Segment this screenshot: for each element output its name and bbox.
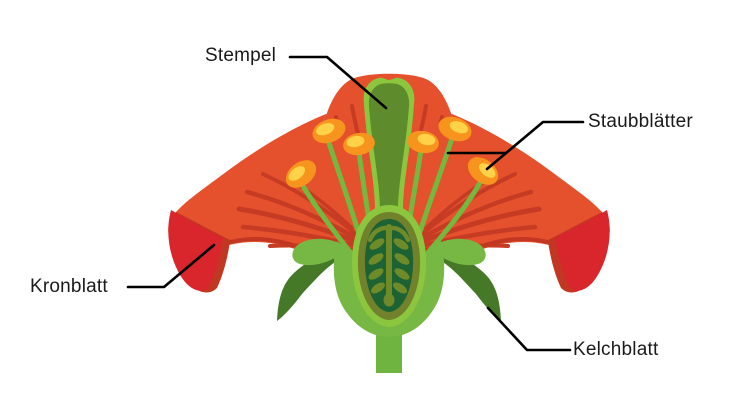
leader-line-kelchblatt: [486, 306, 572, 352]
anther: [438, 116, 472, 142]
receptacle-horn-right: [431, 238, 486, 266]
ovary: [351, 205, 427, 327]
anther: [312, 118, 346, 144]
sepal-left: [277, 247, 348, 321]
leader-lines: [126, 55, 585, 352]
anther: [343, 132, 375, 156]
anther: [285, 160, 317, 188]
ovules: [367, 224, 411, 307]
label-stempel: Stempel: [205, 45, 277, 66]
stem: [376, 330, 402, 373]
leader-line-kronblatt: [126, 243, 216, 289]
stamen-anthers: [285, 116, 499, 188]
label-kronblatt: Kronblatt: [30, 276, 108, 297]
label-staubblaetter: Staubblätter: [588, 111, 693, 132]
label-kelchblatt: Kelchblatt: [573, 339, 659, 360]
petal-left: [168, 114, 379, 293]
anther: [407, 130, 439, 154]
sepal-right: [430, 247, 501, 321]
leader-line-stempel: [288, 55, 388, 110]
receptacle-horn-left: [292, 238, 347, 266]
